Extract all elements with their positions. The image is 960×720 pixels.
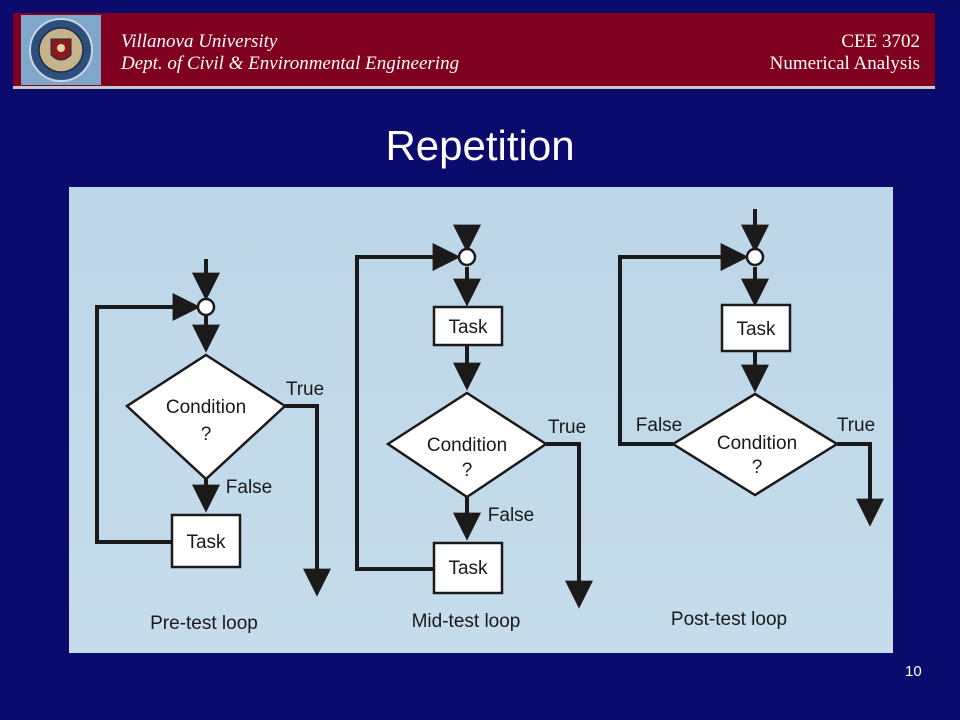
mid-test-top-task-box	[432, 305, 504, 347]
university-seal-icon	[21, 15, 101, 85]
post-test-false-label: False	[636, 415, 682, 436]
post-test-task-label: Task	[736, 319, 776, 340]
pre-test-task-box	[170, 513, 242, 569]
pre-test-task-label: Task	[186, 532, 226, 553]
flowchart-diagrams: Condition ? True False Task Pre-test loo…	[95, 209, 884, 634]
pre-test-loop-diagram	[95, 259, 331, 597]
pre-test-condition-diamond	[124, 353, 288, 481]
mid-test-loop-diagram	[355, 224, 593, 609]
course-name: Numerical Analysis	[769, 53, 920, 74]
mid-test-true-label: True	[548, 417, 586, 438]
post-test-loop-diagram	[618, 209, 884, 527]
mid-test-condition-question: ?	[462, 460, 473, 481]
pre-test-false-label: False	[226, 477, 272, 498]
pre-test-junction-node	[196, 297, 216, 317]
pre-test-condition-question: ?	[201, 424, 212, 445]
mid-test-condition-label: Condition	[427, 435, 507, 456]
department-name: Dept. of Civil & Environmental Engineeri…	[121, 53, 460, 74]
page-number: 10	[905, 663, 922, 680]
mid-test-caption: Mid-test loop	[412, 611, 521, 632]
course-code: CEE 3702	[841, 31, 920, 52]
course-header: CEE 3702 Numerical Analysis	[770, 31, 920, 75]
post-test-task-box	[720, 303, 792, 353]
mid-test-top-task-label: Task	[448, 317, 488, 338]
pre-test-true-label: True	[286, 379, 324, 400]
pre-test-condition-label: Condition	[166, 397, 246, 418]
slide-title: Repetition	[385, 122, 575, 169]
post-test-junction-node	[745, 247, 765, 267]
header-banner: Villanova University Dept. of Civil & En…	[13, 13, 935, 89]
post-test-condition-label: Condition	[717, 433, 797, 454]
post-test-caption: Post-test loop	[671, 609, 787, 630]
mid-test-false-label: False	[488, 505, 534, 526]
mid-test-junction-node	[457, 247, 477, 267]
repetition-flowchart-figure: Condition ? True False Task Pre-test loo…	[69, 187, 893, 653]
pre-test-caption: Pre-test loop	[150, 613, 258, 634]
mid-test-bottom-task-label: Task	[448, 558, 488, 579]
university-header: Villanova University Dept. of Civil & En…	[121, 31, 459, 75]
post-test-condition-question: ?	[752, 457, 763, 478]
mid-test-condition-diamond	[385, 391, 549, 499]
post-test-true-label: True	[837, 415, 875, 436]
university-name: Villanova University	[121, 31, 278, 52]
mid-test-bottom-task-box	[432, 541, 504, 595]
post-test-condition-diamond	[670, 392, 840, 497]
